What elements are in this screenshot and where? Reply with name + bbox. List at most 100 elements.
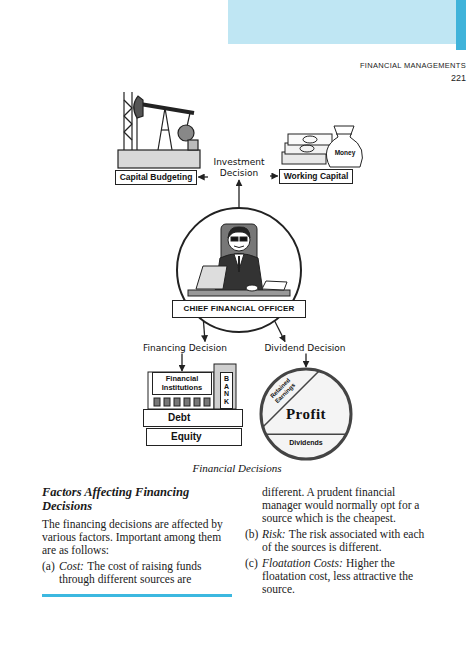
column-rule <box>42 594 232 597</box>
arrow-connector <box>275 321 285 342</box>
node-text: Equity <box>171 429 241 445</box>
oil-pump <box>188 140 198 150</box>
pie-outline <box>261 369 351 459</box>
bank-building <box>164 398 170 406</box>
debt-bar: Debt <box>143 409 243 427</box>
header-band <box>456 0 466 50</box>
money-stack <box>303 136 317 143</box>
officer-figure <box>246 285 258 291</box>
node-text: Dividends <box>260 438 352 447</box>
oil-pump <box>165 108 172 150</box>
arrow-connector <box>198 176 208 177</box>
heading-block: Factors Affecting Financing Decisions <box>42 486 232 513</box>
text-column: different. A prudent financial manager w… <box>245 486 435 596</box>
header-band <box>228 0 456 44</box>
officer-figure <box>238 256 240 272</box>
item-term: Cost: <box>59 560 84 572</box>
node-text: Financing Decision <box>143 343 227 354</box>
institution-sign: Financial Institutions <box>152 372 212 395</box>
node-text: Capital Budgeting <box>120 172 193 183</box>
money-stack <box>336 134 352 135</box>
node-text: Working Capital <box>284 171 349 182</box>
page-number: 221 <box>451 73 466 83</box>
list-item: (b) Risk:The risk associated with each of… <box>245 528 435 554</box>
arrow-connector <box>270 175 278 176</box>
pie-divider <box>266 433 346 435</box>
bank-building <box>148 372 214 409</box>
officer-figure <box>231 237 238 241</box>
oil-pump <box>124 108 132 116</box>
officer-figure <box>188 224 290 296</box>
body-text: The risk associated with each of the sou… <box>262 528 424 553</box>
list-continuation: different. A prudent financial manager w… <box>245 486 435 525</box>
column-rule <box>42 594 232 597</box>
arrow-connector <box>203 321 205 342</box>
arrow-connector <box>238 180 239 208</box>
node-text: Investment Decision <box>208 157 270 179</box>
list-marker: (b) <box>245 528 258 541</box>
caption-box: Capital Budgeting <box>115 170 198 185</box>
list-item: (c)Floatation Costs:Higher the floatatio… <box>245 557 435 596</box>
oil-pump <box>158 108 165 150</box>
officer-figure <box>262 281 287 290</box>
officer-figure <box>234 246 244 248</box>
section-heading: Factors Affecting Financing Decisions <box>42 486 232 513</box>
bank-building <box>184 398 190 406</box>
node-text: Financial Institutions <box>154 375 210 392</box>
figure-caption: Financial Decisions <box>0 462 474 474</box>
money-stack <box>282 126 362 167</box>
oil-pump <box>118 150 200 168</box>
node-text: Debt <box>168 410 242 426</box>
oil-pump <box>124 124 132 132</box>
bank-building <box>148 364 236 409</box>
decision-label: Investment Decision <box>208 157 270 179</box>
bank-sign: BANK <box>220 372 233 409</box>
oil-pump <box>131 92 132 150</box>
bank-building <box>204 398 210 406</box>
header-band <box>228 0 466 50</box>
oil-pump <box>161 129 169 130</box>
money-stack <box>288 134 332 145</box>
oil-pump <box>118 92 200 168</box>
list-item: (a)Cost:The cost of raising funds throug… <box>42 560 232 586</box>
oil-pump <box>124 116 132 124</box>
oil-pump <box>136 118 137 150</box>
money-stack <box>300 145 314 152</box>
bank-building <box>154 398 160 406</box>
bank-building <box>174 398 180 406</box>
equity-bar: Equity <box>146 428 242 446</box>
money-stack <box>326 126 362 167</box>
text-column: Factors Affecting Financing Decisions Th… <box>42 486 232 586</box>
decision-label: Financing Decision <box>143 343 227 354</box>
oil-pump <box>124 132 132 140</box>
profit-circle: Retained EarningsProfitDividends <box>260 368 352 460</box>
list-marker: (a) <box>42 560 55 573</box>
officer-figure <box>196 266 227 289</box>
node-text: CHIEF FINANCIAL OFFICER <box>172 300 306 318</box>
bank-building <box>214 364 236 409</box>
list-marker: (c) <box>245 557 258 570</box>
arrow-connector <box>181 354 182 372</box>
decision-label: Dividend Decision <box>264 343 345 354</box>
body-text: different. A prudent financial manager w… <box>262 486 419 524</box>
officer-figure <box>188 290 290 296</box>
oil-pump <box>140 104 194 113</box>
running-head: FINANCIAL MANAGEMENTS <box>360 61 466 70</box>
caption-box: Working Capital <box>279 169 354 184</box>
item-term: Floatation Costs: <box>262 557 343 569</box>
node-text: BANK <box>223 375 230 406</box>
bag-label: Money <box>328 149 362 156</box>
oil-pump <box>124 100 132 108</box>
arrow-connector <box>305 354 306 368</box>
oil-pump <box>178 125 194 141</box>
paragraph-block: The financing decisions are affected by … <box>42 518 232 557</box>
officer-figure <box>240 237 247 241</box>
officer-figure <box>228 227 250 238</box>
body-text: The financing decisions are affected by … <box>42 518 232 557</box>
item-term: Risk: <box>262 528 286 540</box>
oil-pump <box>134 96 143 118</box>
node-text: Profit <box>260 405 352 423</box>
bank-building <box>194 398 200 406</box>
officer-circle: CHIEF FINANCIAL OFFICER <box>172 206 306 334</box>
